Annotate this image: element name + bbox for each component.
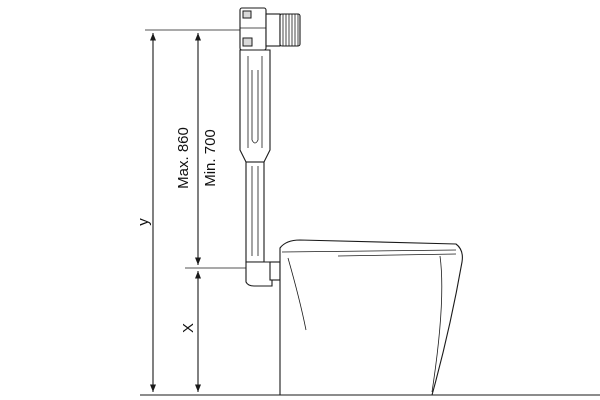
- dimension-max-min: Max. 860 Min. 700: [175, 33, 219, 265]
- flush-pipe-lower: [245, 161, 273, 287]
- pipe-connector: [269, 261, 281, 281]
- dimension-x: X: [180, 271, 202, 392]
- cistern-head: [239, 7, 301, 51]
- dimension-max-label: Max. 860: [175, 127, 192, 189]
- dimension-y: y: [135, 33, 157, 392]
- dimension-min-label: Min. 700: [202, 129, 219, 187]
- dimension-y-label: y: [135, 218, 152, 226]
- dimension-x-label: X: [180, 323, 197, 333]
- toilet-bowl: [279, 239, 463, 396]
- valve-knob: [279, 13, 301, 47]
- flush-pipe-upper: [239, 49, 271, 163]
